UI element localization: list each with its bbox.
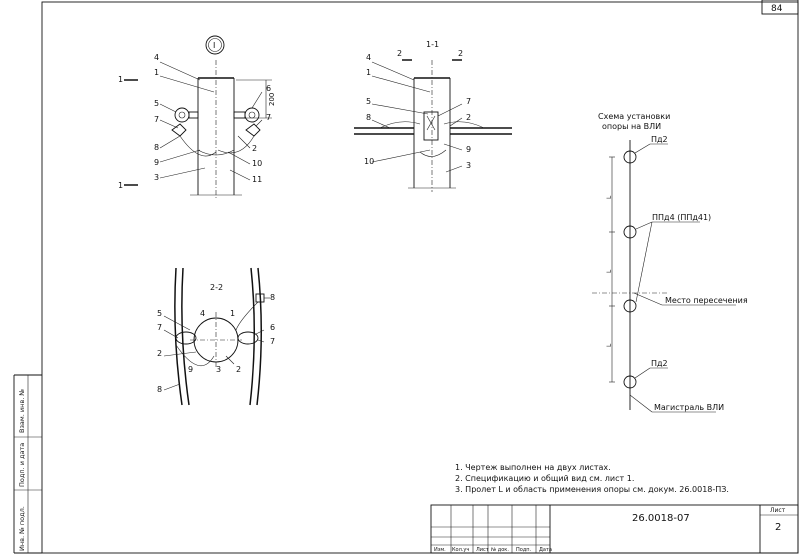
svg-text:3: 3	[466, 161, 471, 170]
svg-text:1: 1	[366, 68, 371, 77]
tb-header-podp: Подп.	[516, 547, 532, 553]
svg-text:10: 10	[252, 159, 262, 168]
svg-text:7: 7	[266, 113, 271, 122]
view-section-2-2: 2-2 5 7 2 8 4 1 8 6 7	[157, 267, 275, 406]
scheme-label-pd2-top: Пд2	[651, 135, 668, 144]
side-stamp-inv-podl: Инв. № подл.	[18, 506, 26, 551]
svg-text:2: 2	[458, 49, 463, 58]
corner-number: 84	[771, 4, 783, 14]
svg-text:L: L	[606, 343, 613, 347]
side-stamp: Инв. № подл. Подп. и дата Взам. инв. №	[18, 389, 26, 551]
sheet-number: 2	[775, 522, 781, 533]
svg-text:5: 5	[157, 309, 162, 318]
svg-text:4: 4	[200, 309, 205, 318]
tb-header-doc: № док.	[491, 547, 509, 553]
svg-text:9: 9	[188, 365, 193, 374]
svg-text:7: 7	[270, 337, 275, 346]
sheet-label: Лист	[770, 507, 786, 514]
scheme-label-pd2-bottom: Пд2	[651, 359, 668, 368]
scheme-title-line1: Схема установки	[598, 112, 670, 121]
svg-text:2: 2	[157, 349, 162, 358]
view-I: I 1 1 200	[118, 35, 276, 198]
svg-text:2: 2	[397, 49, 402, 58]
note-2: 2. Спецификацию и общий вид см. лист 1.	[455, 474, 635, 483]
svg-text:L: L	[606, 269, 613, 273]
svg-text:11: 11	[252, 175, 262, 184]
note-3: 3. Пролет L и область применения опоры с…	[455, 485, 729, 494]
scheme-label-crossing: Место пересечения	[665, 296, 748, 305]
scheme-title-line2: опоры на ВЛИ	[602, 122, 661, 131]
svg-text:L: L	[606, 195, 613, 199]
svg-text:1: 1	[154, 68, 159, 77]
tb-header-data: Дата	[539, 547, 552, 553]
svg-text:8: 8	[270, 293, 275, 302]
svg-text:6: 6	[266, 84, 271, 93]
side-stamp-vzam-inv: Взам. инв. №	[18, 389, 26, 433]
svg-text:8: 8	[366, 113, 371, 122]
svg-text:10: 10	[364, 157, 374, 166]
detail-marker-label: I	[213, 41, 215, 50]
title-block: Изм. Кол.уч Лист № док. Подп. Дата 26.00…	[430, 504, 799, 554]
section-1-1-title: 1-1	[426, 40, 439, 49]
svg-text:7: 7	[466, 97, 471, 106]
svg-text:7: 7	[154, 115, 159, 124]
svg-text:1: 1	[118, 181, 123, 190]
svg-text:8: 8	[154, 143, 159, 152]
tb-header-kol: Кол.уч	[452, 547, 469, 553]
svg-text:1: 1	[118, 75, 123, 84]
scheme-label-main: Магистраль ВЛИ	[654, 403, 724, 412]
svg-text:4: 4	[154, 53, 159, 62]
svg-text:3: 3	[154, 173, 159, 182]
installation-scheme: Схема установки опоры на ВЛИ L L L Пд2 П…	[592, 112, 748, 413]
doc-number: 26.0018-07	[632, 513, 690, 524]
tb-header-izm: Изм.	[434, 547, 446, 553]
svg-text:1: 1	[230, 309, 235, 318]
svg-text:2: 2	[466, 113, 471, 122]
svg-text:2: 2	[236, 365, 241, 374]
corner-number-box	[761, 0, 799, 15]
note-1: 1. Чертеж выполнен на двух листах.	[455, 463, 611, 472]
dimension-200: 200	[268, 93, 276, 106]
svg-text:2: 2	[252, 144, 257, 153]
side-stamp-podp-data: Подп. и дата	[18, 443, 26, 487]
svg-text:5: 5	[366, 97, 371, 106]
svg-text:5: 5	[154, 99, 159, 108]
svg-text:3: 3	[216, 365, 221, 374]
section-2-2-title: 2-2	[210, 283, 223, 292]
sheet-frame	[41, 1, 799, 554]
svg-text:7: 7	[157, 323, 162, 332]
svg-text:9: 9	[154, 158, 159, 167]
svg-text:6: 6	[270, 323, 275, 332]
svg-text:8: 8	[157, 385, 162, 394]
view-section-1-1: 1-1 2 2 4 1 5 8 10 7 2	[354, 40, 512, 192]
scheme-label-ppd4: ППд4 (ППд41)	[652, 213, 711, 222]
svg-text:4: 4	[366, 53, 371, 62]
svg-text:9: 9	[466, 145, 471, 154]
tb-header-list: Лист	[476, 547, 489, 553]
